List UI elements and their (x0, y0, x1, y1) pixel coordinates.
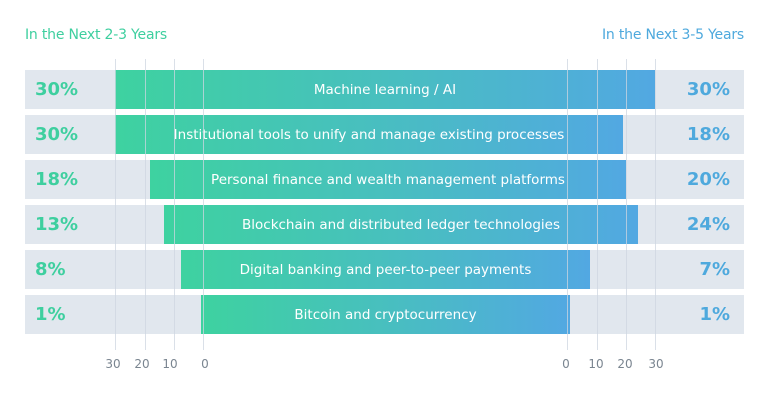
bar: Bitcoin and cryptocurrency (201, 295, 570, 334)
bar-label: Bitcoin and cryptocurrency (294, 306, 477, 323)
bar: Blockchain and distributed ledger techno… (164, 205, 638, 244)
right-axis-tick: 10 (588, 357, 604, 371)
right-percentage: 24% (686, 214, 730, 235)
right-axis-tick: 30 (648, 357, 664, 371)
right-percentage: 1% (699, 304, 730, 325)
bar: Institutional tools to unify and manage … (115, 115, 623, 154)
bar-label: Blockchain and distributed ledger techno… (242, 216, 560, 233)
bar-label: Personal finance and wealth management p… (211, 171, 565, 188)
right-percentage: 30% (686, 79, 730, 100)
left-percentage: 30% (35, 79, 79, 100)
right-percentage: 7% (699, 259, 730, 280)
right-axis-tick: 20 (617, 357, 633, 371)
left-percentage: 30% (35, 124, 79, 145)
bar-label: Institutional tools to unify and manage … (173, 126, 565, 143)
left-percentage: 8% (35, 259, 66, 280)
left-percentage: 18% (35, 169, 79, 190)
left-percentage: 1% (35, 304, 66, 325)
left-axis-tick: 20 (134, 357, 150, 371)
right-axis-tick: 0 (562, 357, 570, 371)
header-left-title: In the Next 2-3 Years (25, 27, 167, 43)
bar-label: Digital banking and peer-to-peer payment… (239, 261, 532, 278)
left-axis-tick: 30 (105, 357, 121, 371)
left-axis-tick: 10 (162, 357, 178, 371)
left-axis-tick: 0 (201, 357, 209, 371)
bar: Machine learning / AI (115, 70, 655, 109)
bar-label: Machine learning / AI (313, 81, 457, 98)
right-percentage: 20% (686, 169, 730, 190)
left-percentage: 13% (35, 214, 79, 235)
header-right-title: In the Next 3-5 Years (602, 27, 744, 43)
bar: Personal finance and wealth management p… (150, 160, 626, 199)
bar: Digital banking and peer-to-peer payment… (181, 250, 590, 289)
right-percentage: 18% (686, 124, 730, 145)
